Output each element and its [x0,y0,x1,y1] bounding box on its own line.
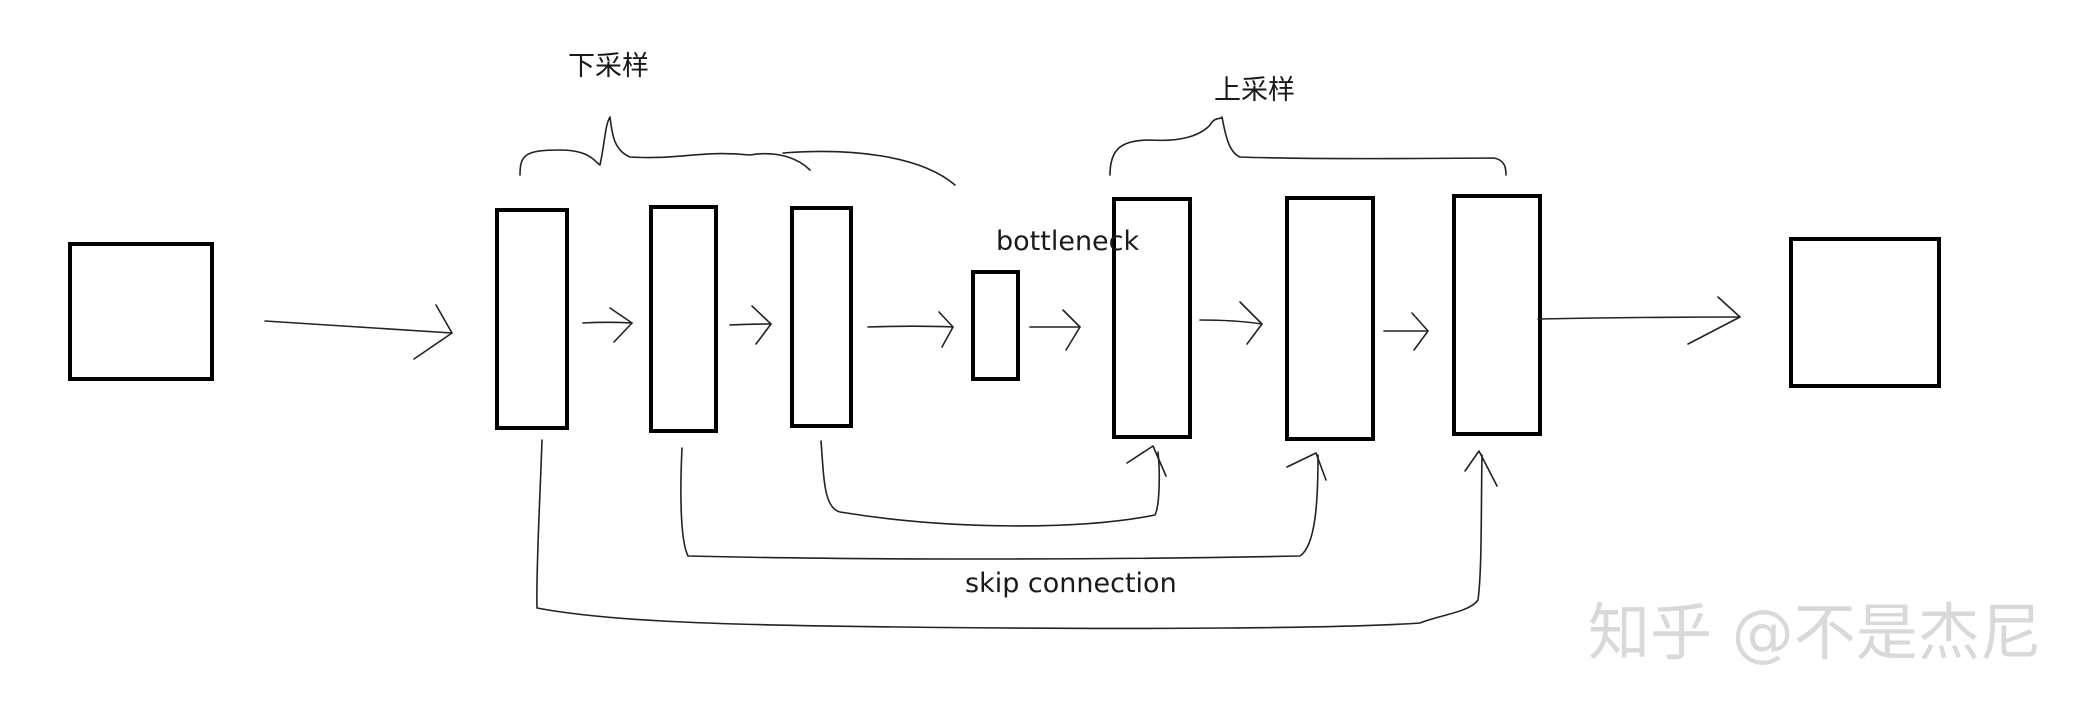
decoder-block-1 [1112,197,1192,439]
arrow-enc2-to-enc3 [729,323,772,326]
encoder-block-3 [790,206,853,428]
arrow-input-to-enc1-head [413,304,453,360]
downsample-label: 下采样 [568,51,649,82]
arrow-bottleneck-to-dec1-head [1062,309,1081,351]
arrow-dec1-to-dec2 [1199,319,1263,325]
skip-connection-label: skip connection [965,568,1177,599]
skip-connection-enc2-dec2-head [1286,452,1327,481]
arrow-enc3-to-bottleneck-head [938,311,954,348]
output-image-box [1789,237,1941,388]
skip-connection-enc2-dec2 [680,447,1319,560]
arrow-enc1-to-enc2 [582,321,633,324]
arrow-enc3-to-bottleneck [867,325,954,328]
bottleneck-block [971,270,1020,381]
arrow-dec3-to-output [1537,316,1741,320]
skip-connection-enc3-dec1 [820,440,1161,527]
arrow-input-to-enc1 [264,320,453,334]
skip-connection-enc3-dec1-head [1126,445,1167,477]
arrow-enc1-to-enc2-head [609,307,633,343]
arrow-enc2-to-enc3-head [751,305,772,345]
downsample-brace-extension [782,150,956,186]
skip-connections [536,439,1498,630]
encoder-block-1 [495,208,569,430]
upsample-label: 上采样 [1214,75,1295,106]
upsample-brace [1109,116,1507,176]
arrow-dec2-to-dec3-head [1411,312,1429,351]
decoder-block-3 [1452,194,1542,436]
bottleneck-label: bottleneck [996,226,1140,257]
braces [519,116,1507,186]
watermark: 知乎 @不是杰尼 [1588,596,2042,669]
encoder-block-2 [649,205,718,433]
skip-connection-enc1-dec3 [536,439,1483,630]
arrow-dec1-to-dec2-head [1239,301,1263,345]
input-image-box [68,242,214,381]
skip-connection-enc1-dec3-head [1464,450,1498,487]
forward-arrows [264,296,1741,360]
arrow-dec3-to-output-head [1687,296,1741,345]
downsample-brace [519,116,811,176]
decoder-block-2 [1285,196,1375,441]
